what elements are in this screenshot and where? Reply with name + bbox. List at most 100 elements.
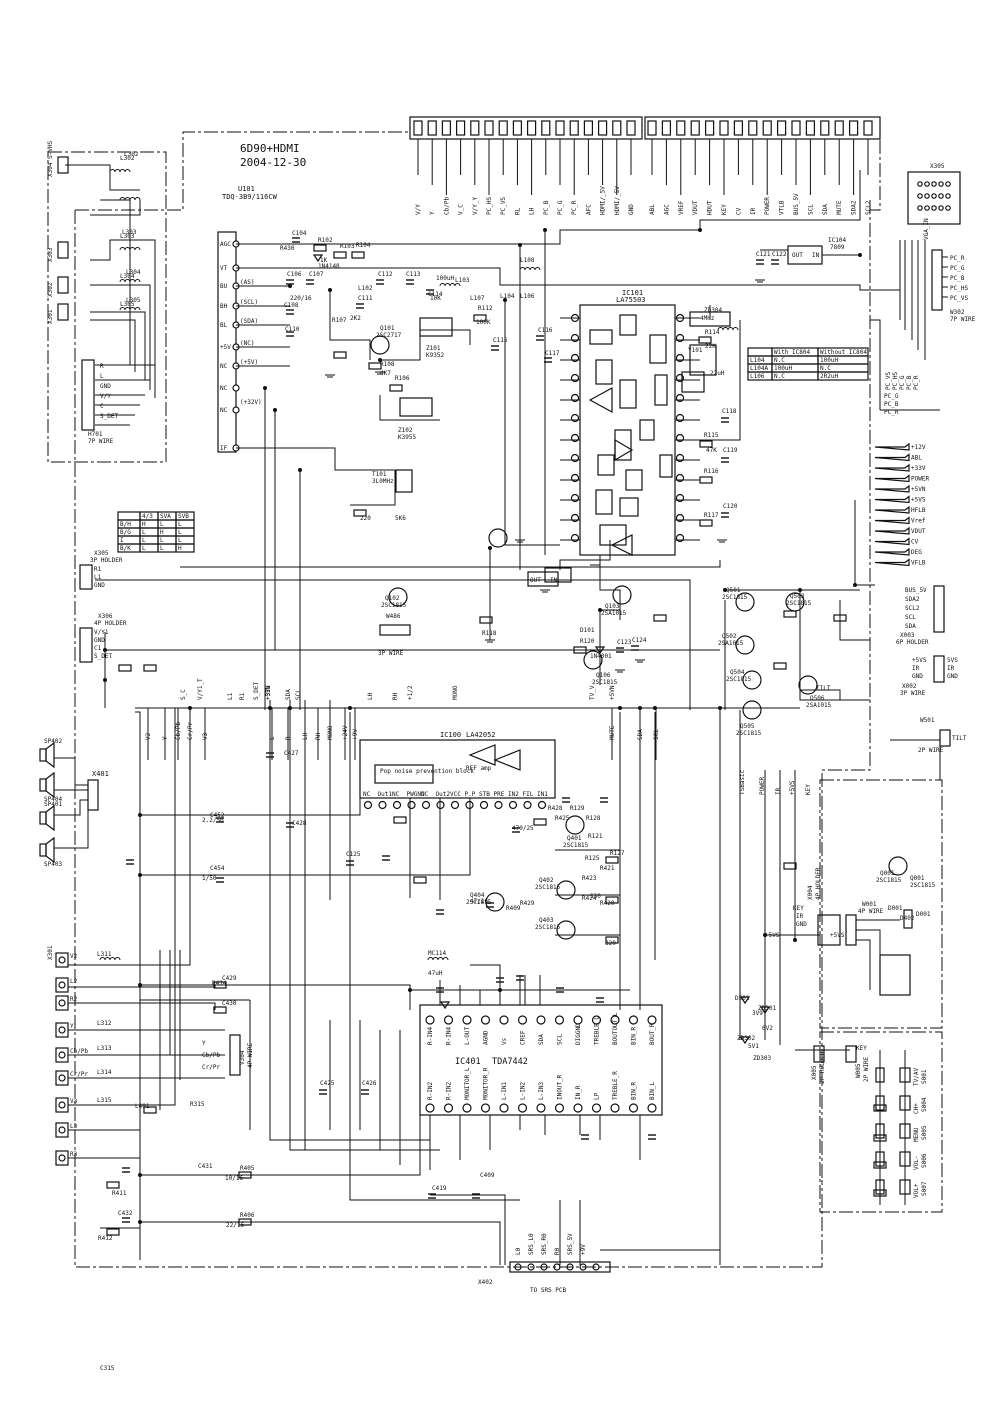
top-bus-left-label: PC_VS	[500, 197, 507, 215]
junction-dot	[408, 988, 412, 992]
coil	[114, 957, 121, 961]
component-ref: R315	[190, 1101, 205, 1108]
resistor	[333, 351, 347, 359]
x306-pin-label: V/Y1	[94, 629, 109, 636]
resistor	[353, 509, 367, 517]
resistor	[699, 476, 713, 484]
resistor	[873, 1104, 887, 1112]
resistor	[699, 519, 713, 527]
ic401-bottom-pin-label: R-IN2	[427, 1082, 434, 1100]
ic104-table-text: N.C	[774, 373, 785, 380]
key-switch	[899, 1123, 911, 1139]
cvbs-bus-label: S_C	[180, 689, 187, 700]
coil-label: L305	[120, 301, 135, 308]
right-bus-label: +5VN	[911, 486, 926, 493]
component-ref: R117	[704, 512, 719, 519]
component-ref: R127	[610, 850, 625, 857]
resistor	[783, 862, 797, 870]
x306-desc: 4P HOLDER	[94, 620, 127, 627]
component-ref: Y101	[688, 347, 703, 354]
switch-label: CH+	[913, 1103, 920, 1114]
right-bus-labels: +12VABL+33VPOWER+5VN+5VSHFLBVrefVDUTCVDE…	[816, 442, 967, 754]
w001-ref: W001	[862, 901, 877, 908]
junction-dot	[653, 706, 657, 710]
x306-pin-label: GND	[94, 637, 105, 644]
key-switch	[899, 1151, 911, 1167]
w001-connector	[845, 914, 857, 946]
ic-pin	[494, 800, 503, 810]
x004-5vs-label-r: +5VS	[830, 932, 845, 939]
resistor	[143, 664, 157, 672]
rear-jack-label: Cb/Pb	[70, 1048, 88, 1055]
av-jack	[57, 303, 69, 321]
av-jack-label: X304 S-VHS	[47, 140, 54, 177]
junction-dot	[718, 706, 722, 710]
resistor	[479, 616, 493, 624]
ic401-top-pin-label: L-OUT	[464, 1027, 471, 1045]
switch-ref: S006	[921, 1153, 928, 1168]
mid-bus-label: +24V	[342, 725, 349, 740]
coil-label: L303	[120, 233, 135, 240]
ic401-top-pin-label: Vs	[501, 1037, 508, 1045]
ic100-pin-label: FIL	[523, 791, 534, 798]
component-ref: R114	[705, 329, 720, 336]
bus-arrow	[874, 463, 910, 472]
bus-arrow	[874, 505, 910, 514]
resistor	[605, 936, 619, 944]
top-bus-left-label: Cb/Pb	[443, 197, 450, 215]
top-bus-right-label: VREF	[678, 200, 685, 215]
regulator-ic	[527, 571, 559, 587]
component-value: 47uH	[428, 970, 443, 977]
ic401-part: TDA7442	[492, 1057, 528, 1067]
top-connector-right-pins	[647, 120, 873, 195]
x401-ref: X401	[92, 770, 109, 778]
av-input-board-border	[47, 151, 167, 463]
top-bus-right-label: ABL	[649, 204, 656, 215]
transistor-ref: Q101	[380, 325, 395, 332]
bus-arrow	[874, 558, 910, 567]
component-value: 3V9	[752, 1010, 763, 1017]
connector-pin	[512, 120, 523, 136]
ic100-ref: IC100	[440, 731, 461, 739]
ic104-table-text: 100uH	[820, 357, 838, 364]
coil	[134, 307, 141, 311]
component-ref: C111	[358, 295, 373, 302]
switch-ref: S004	[921, 1097, 928, 1112]
junction-dot	[138, 1220, 142, 1224]
component-ref: C428	[292, 820, 307, 827]
transistor-part: 2SC1815	[563, 842, 589, 849]
key-bus-label: KEY	[805, 784, 812, 795]
system-table-text: 4/3	[142, 513, 153, 520]
right-bus-label: Vref	[911, 518, 926, 525]
rear-jack	[55, 1047, 69, 1063]
bus-arrow	[874, 442, 910, 451]
transistor-part: 2SC1815	[722, 594, 748, 601]
ic-block	[595, 489, 613, 515]
pc-line-label: PC_G	[899, 375, 906, 390]
filter-ref: T101	[372, 471, 387, 478]
connector-pin	[805, 120, 816, 136]
junction-dot	[103, 648, 107, 652]
vga-pin-label: PC_R	[950, 255, 965, 262]
resistor	[605, 896, 619, 904]
h701-pin-label: V/Y	[100, 393, 111, 400]
resistor	[873, 1189, 887, 1197]
coil	[134, 279, 141, 283]
transistor-part: 2SC2717	[376, 332, 402, 339]
rear-jack-center	[58, 1126, 66, 1134]
resistor	[605, 856, 619, 864]
system-table-text: B/K	[120, 545, 131, 552]
coil	[124, 169, 131, 173]
tuner-pin-label: BU	[220, 283, 228, 290]
w302-ref: W302	[950, 309, 965, 316]
filter-ref: Z101	[426, 345, 441, 352]
x003-pin-label: BUS_5V	[905, 587, 927, 594]
speaker-cone	[45, 771, 55, 799]
w302-desc: 7P WIRE	[950, 316, 976, 323]
ic-pin	[554, 1103, 565, 1113]
ic401-bottom-pin-label: INOUT_R	[557, 1074, 564, 1100]
rear-jack-ref: X301	[47, 945, 54, 960]
component-value: 4K7	[380, 370, 391, 377]
resistor	[118, 664, 132, 672]
